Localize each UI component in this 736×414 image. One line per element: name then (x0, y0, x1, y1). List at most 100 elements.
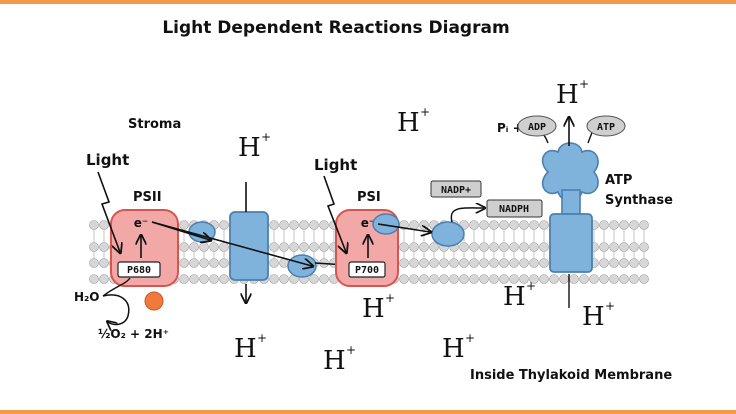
lipid-head (189, 242, 199, 252)
nadph-box (486, 199, 543, 218)
bottom-accent-bar (0, 410, 736, 414)
lipid-head (409, 258, 419, 268)
adp-label: ADP (528, 122, 546, 133)
top-accent-bar (0, 0, 736, 4)
atp-synthase-label-line2: Synthase (605, 193, 673, 208)
lipid-head (219, 220, 229, 230)
lipid-head (639, 258, 649, 268)
lipid-head (519, 242, 529, 252)
lipid-head (629, 274, 639, 284)
lipid-head (459, 274, 469, 284)
lipid-head (519, 220, 529, 230)
lipid-head (559, 274, 569, 284)
psii-electron-label: e⁻ (134, 216, 148, 230)
photosystem-ii: P680 e⁻ (110, 209, 179, 287)
lipid-head (429, 258, 439, 268)
lipid-head (479, 274, 489, 284)
lipid-head (469, 258, 479, 268)
lipid-head (89, 220, 99, 230)
light-arrow-psi (323, 175, 346, 252)
water-to-psii-line (102, 277, 131, 297)
lipid-head (299, 242, 309, 252)
lipid-head (459, 258, 469, 268)
lipid-head (599, 220, 609, 230)
lipid-head (619, 258, 629, 268)
lipid-head (219, 274, 229, 284)
atp-synthase-channel (549, 213, 593, 273)
lipid-head (609, 274, 619, 284)
lipid-head (589, 274, 599, 284)
hydrogen-ion-charge: + (261, 130, 271, 144)
lipid-head (439, 274, 449, 284)
lipid-head (579, 274, 589, 284)
nadph-label: NADPH (499, 204, 529, 215)
lipid-head (289, 220, 299, 230)
hydrogen-ion-charge: + (346, 343, 356, 357)
p680-label: P680 (127, 265, 151, 276)
hydrogen-ion-symbol: H (238, 133, 261, 163)
lipid-head (639, 274, 649, 284)
cytochrome-b6f-complex (229, 211, 269, 281)
lipid-head (419, 258, 429, 268)
lipid-head (199, 258, 209, 268)
lipid-head (549, 274, 559, 284)
lipid-head (479, 242, 489, 252)
hydrogen-ion-symbol: H (582, 302, 605, 332)
hydrogen-ion-charge: + (385, 291, 395, 305)
atp-synthase-label-line1: ATP (605, 173, 632, 188)
hydrogen-ion-charge: + (420, 105, 430, 119)
lipid-head (599, 258, 609, 268)
hydrogen-ions: H+H+H+H+H+H+H+H+H+ (234, 77, 615, 376)
lipid-head (309, 242, 319, 252)
atp-pill (586, 115, 626, 137)
lipid-head (419, 274, 429, 284)
lipid-head (219, 242, 229, 252)
lipid-head (499, 274, 509, 284)
lipid-head (499, 258, 509, 268)
lipid-head (409, 220, 419, 230)
lipid-head (539, 242, 549, 252)
hydrogen-ion-symbol: H (397, 108, 420, 138)
lipid-head (509, 242, 519, 252)
lipid-head (629, 220, 639, 230)
lipid-head (179, 258, 189, 268)
lipid-head (479, 220, 489, 230)
lipid-head (179, 274, 189, 284)
lipid-head (429, 242, 439, 252)
stroma-label: Stroma (128, 117, 181, 132)
lipid-head (309, 220, 319, 230)
nadp-plus-label: NADP+ (441, 185, 471, 196)
lipid-head (459, 242, 469, 252)
lipid-head (519, 258, 529, 268)
lipid-head (309, 274, 319, 284)
lipid-head (409, 274, 419, 284)
lipid-head (189, 258, 199, 268)
lipid-head (519, 274, 529, 284)
lipid-head (509, 220, 519, 230)
lipid-head (279, 274, 289, 284)
p680-box (117, 261, 161, 278)
hydrogen-ion-charge: + (257, 331, 267, 345)
electron-arrow-to-pc (151, 221, 312, 266)
hydrogen-ion-charge: + (526, 279, 536, 293)
atp-synthase-stalk (561, 189, 581, 217)
lipid-head (219, 258, 229, 268)
atp-synthase (541, 142, 599, 273)
lipid-head (189, 274, 199, 284)
hydrogen-ion-charge: + (465, 331, 475, 345)
lipid-head (529, 258, 539, 268)
lipid-head (639, 242, 649, 252)
hydrogen-ion-symbol: H (362, 294, 385, 324)
lipid-head (209, 274, 219, 284)
lipid-head (449, 274, 459, 284)
p700-label: P700 (355, 265, 379, 276)
lipid-head (199, 242, 209, 252)
hydrogen-ion-symbol: H (234, 334, 257, 364)
lipid-head (419, 242, 429, 252)
psi-electron-label: e⁻ (361, 216, 375, 230)
hydrogen-ion-symbol: H (556, 80, 579, 110)
lipid-head (489, 220, 499, 230)
lipid-head (489, 258, 499, 268)
